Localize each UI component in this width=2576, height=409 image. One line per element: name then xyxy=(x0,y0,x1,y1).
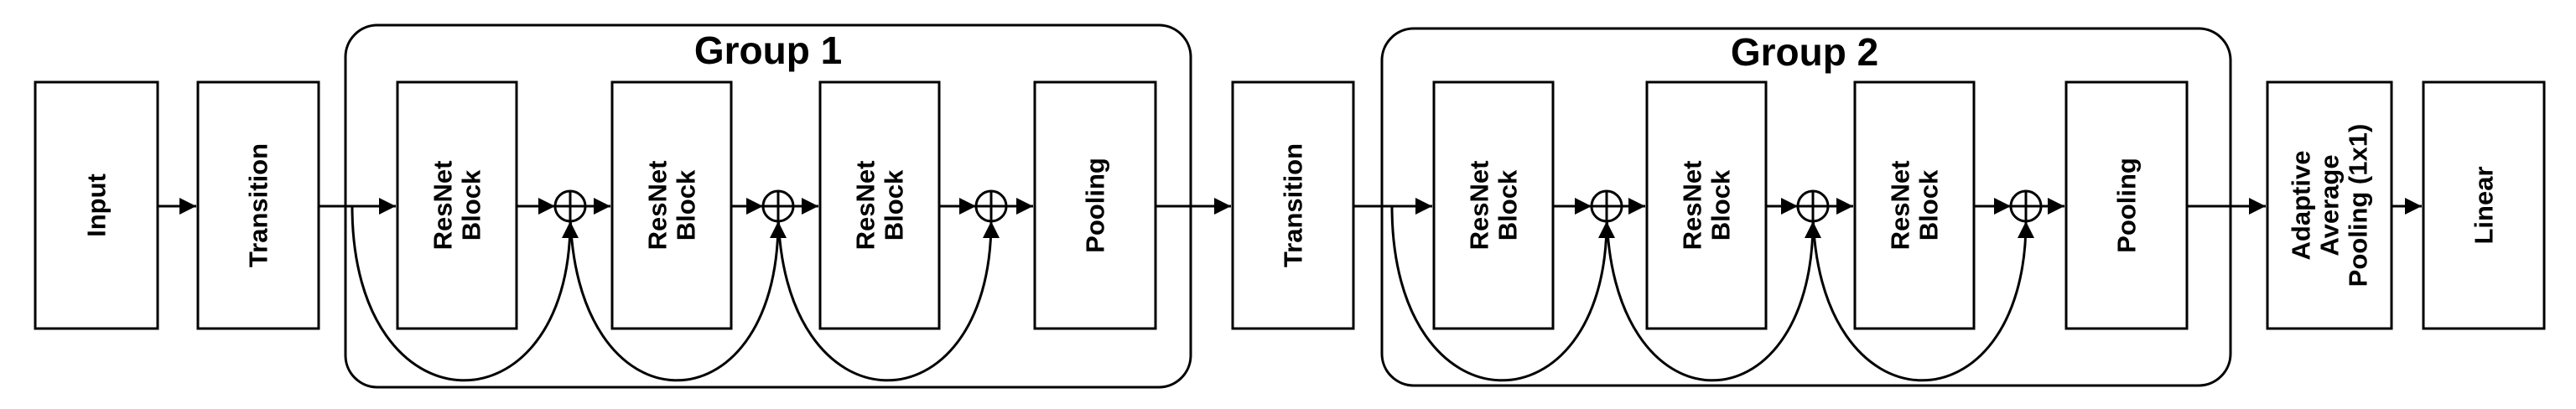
pooling-block-g1-label-line: Pooling xyxy=(1081,158,1110,253)
sum-node-g2-2 xyxy=(1796,189,1830,223)
resnet-block-g1-3-label-line: ResNet xyxy=(851,161,880,251)
pooling-block-g2-label-line: Pooling xyxy=(2112,158,2142,253)
resnet-block-g1-1-label-line: ResNet xyxy=(428,161,458,251)
skip-connection-g2-2 xyxy=(1605,205,1821,382)
resnet-block-g1-2-label-line: ResNet xyxy=(643,161,673,251)
transition-block-1-label-line: Transition xyxy=(244,143,273,267)
input-block-label-line: Input xyxy=(82,173,112,237)
adaptive-average-pooling-block-label-line: Average xyxy=(2315,154,2345,256)
pooling-block-g1-box xyxy=(1033,80,1157,330)
linear-block-label-line: Linear xyxy=(2470,166,2499,244)
skip-connections xyxy=(351,205,2034,382)
resnet-block-g1-1-box xyxy=(396,80,518,330)
pooling-block-g1: Pooling xyxy=(1033,80,1157,330)
summation-nodes xyxy=(553,189,2043,223)
linear-block-box xyxy=(2422,80,2546,330)
sum-node-g1-2 xyxy=(761,189,795,223)
resnet-block-g2-1-label-line: Block xyxy=(1493,169,1523,241)
linear-block: Linear xyxy=(2422,80,2546,330)
adaptive-average-pooling-block-label-line: Pooling (1x1) xyxy=(2344,124,2373,287)
resnet-block-g2-3-box xyxy=(1853,80,1976,330)
resnet-block-g2-3-label-line: Block xyxy=(1914,169,1944,241)
sum-node-g2-3 xyxy=(2009,189,2043,223)
skip-connection-g1-3 xyxy=(776,205,1000,382)
transition-block-2: Transition xyxy=(1231,80,1355,330)
resnet-block-g2-2-label-line: ResNet xyxy=(1678,161,1707,251)
resnet-block-g2-1-label-line: ResNet xyxy=(1465,161,1494,251)
group-2-title: Group 2 xyxy=(1731,30,1878,74)
group-1-title: Group 1 xyxy=(694,28,842,72)
resnet-block-g2-2-box xyxy=(1645,80,1768,330)
skip-connection-g1-2 xyxy=(569,205,787,382)
transition-block-1-box xyxy=(196,80,320,330)
resnet-block-g2-3-label-line: ResNet xyxy=(1886,161,1915,251)
sum-node-g1-1 xyxy=(553,189,587,223)
skip-connection-g2-1 xyxy=(1390,205,1615,382)
resnet-block-g2-2-label-line: Block xyxy=(1706,169,1736,241)
sum-node-g1-3 xyxy=(974,189,1008,223)
adaptive-average-pooling-block-box xyxy=(2266,80,2393,330)
pooling-block-g2-box xyxy=(2064,80,2189,330)
input-block: Input xyxy=(34,80,159,330)
resnet-block-g1-2-label-line: Block xyxy=(672,169,701,241)
resnet-block-g1-3-box xyxy=(818,80,941,330)
transition-block-2-label-line: Transition xyxy=(1279,143,1308,267)
sum-node-g2-1 xyxy=(1590,189,1623,223)
resnet-block-g1-3-label-line: Block xyxy=(880,169,909,241)
skip-connection-g2-3 xyxy=(1811,205,2034,382)
pooling-block-g2: Pooling xyxy=(2064,80,2189,330)
adaptive-average-pooling-block-label-line: Adaptive xyxy=(2287,151,2316,261)
resnet-block-g1-1-label-line: Block xyxy=(457,169,486,241)
transition-block-1: Transition xyxy=(196,80,320,330)
input-block-box xyxy=(34,80,159,330)
transition-block-2-box xyxy=(1231,80,1355,330)
resnet-block-g2-1-box xyxy=(1432,80,1555,330)
resnet-block-g1-2-box xyxy=(610,80,733,330)
skip-connection-g1-1 xyxy=(351,205,579,382)
